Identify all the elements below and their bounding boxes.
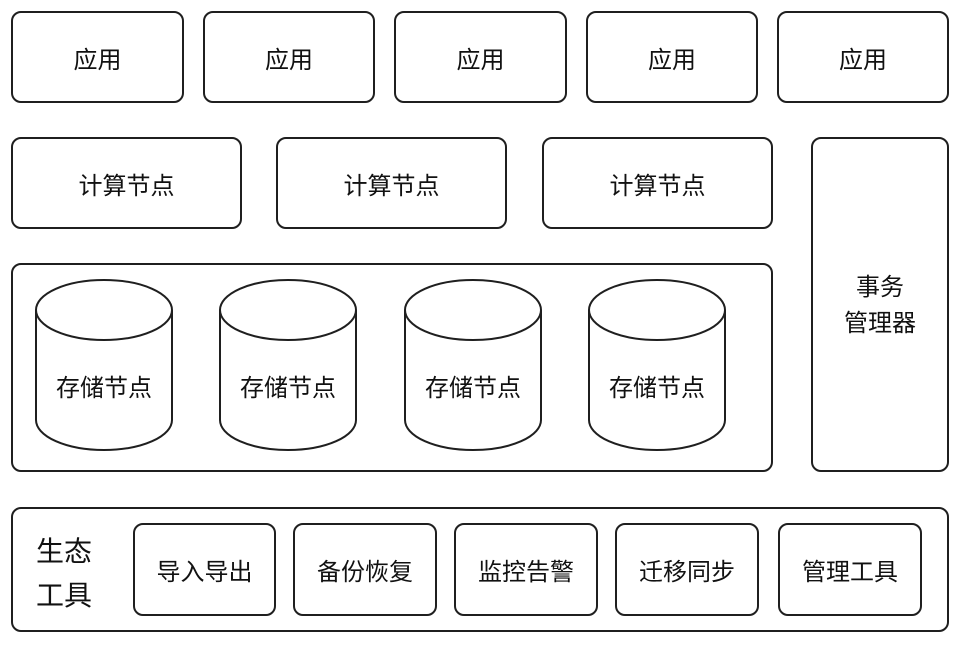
transaction-manager: 事务 管理器 (811, 137, 949, 472)
compute-node-label: 计算节点 (78, 171, 175, 200)
ecosystem-tools-group (11, 507, 949, 632)
transaction-manager-line1: 事务 (856, 272, 904, 301)
ecosystem-title-line2: 工具 (36, 579, 93, 612)
storage-node-1: 存储节点 (34, 278, 174, 452)
app-box-1: 应用 (11, 11, 184, 103)
app-box-4: 应用 (586, 11, 758, 103)
compute-node-label: 计算节点 (343, 171, 440, 200)
storage-node-label: 存储节点 (240, 374, 336, 402)
storage-node-label: 存储节点 (609, 374, 705, 402)
app-label: 应用 (456, 45, 505, 74)
compute-node-label: 计算节点 (609, 171, 706, 200)
transaction-manager-line2: 管理器 (844, 308, 916, 337)
tool-label: 迁移同步 (639, 558, 735, 586)
database-cylinder-icon (35, 279, 173, 451)
app-label: 应用 (839, 45, 887, 74)
tool-migration-sync: 迁移同步 (615, 523, 759, 616)
app-box-3: 应用 (394, 11, 567, 103)
app-box-5: 应用 (777, 11, 949, 103)
compute-node-1: 计算节点 (11, 137, 242, 229)
database-cylinder-icon (219, 279, 357, 451)
tool-monitoring-alerts: 监控告警 (454, 523, 598, 616)
app-box-2: 应用 (203, 11, 375, 103)
app-label: 应用 (648, 45, 696, 74)
tool-label: 监控告警 (478, 558, 574, 586)
tool-backup-restore: 备份恢复 (293, 523, 437, 616)
database-cylinder-icon (588, 279, 726, 451)
storage-node-label: 存储节点 (56, 374, 152, 402)
transaction-manager-label: 事务 管理器 (844, 269, 916, 341)
tool-management: 管理工具 (778, 523, 922, 616)
compute-node-2: 计算节点 (276, 137, 507, 229)
ecosystem-title-line1: 生态 (36, 535, 93, 568)
tool-label: 导入导出 (156, 558, 253, 586)
compute-node-3: 计算节点 (542, 137, 773, 229)
tool-label: 管理工具 (802, 558, 898, 586)
database-cylinder-icon (404, 279, 542, 451)
ecosystem-title: 生态 工具 (36, 530, 92, 618)
app-label: 应用 (265, 45, 313, 74)
storage-node-2: 存储节点 (218, 278, 358, 452)
app-label: 应用 (73, 45, 122, 74)
tool-label: 备份恢复 (317, 558, 413, 586)
storage-group (11, 263, 773, 472)
tool-import-export: 导入导出 (133, 523, 276, 616)
storage-node-label: 存储节点 (425, 374, 521, 402)
storage-node-4: 存储节点 (587, 278, 727, 452)
storage-node-3: 存储节点 (403, 278, 543, 452)
